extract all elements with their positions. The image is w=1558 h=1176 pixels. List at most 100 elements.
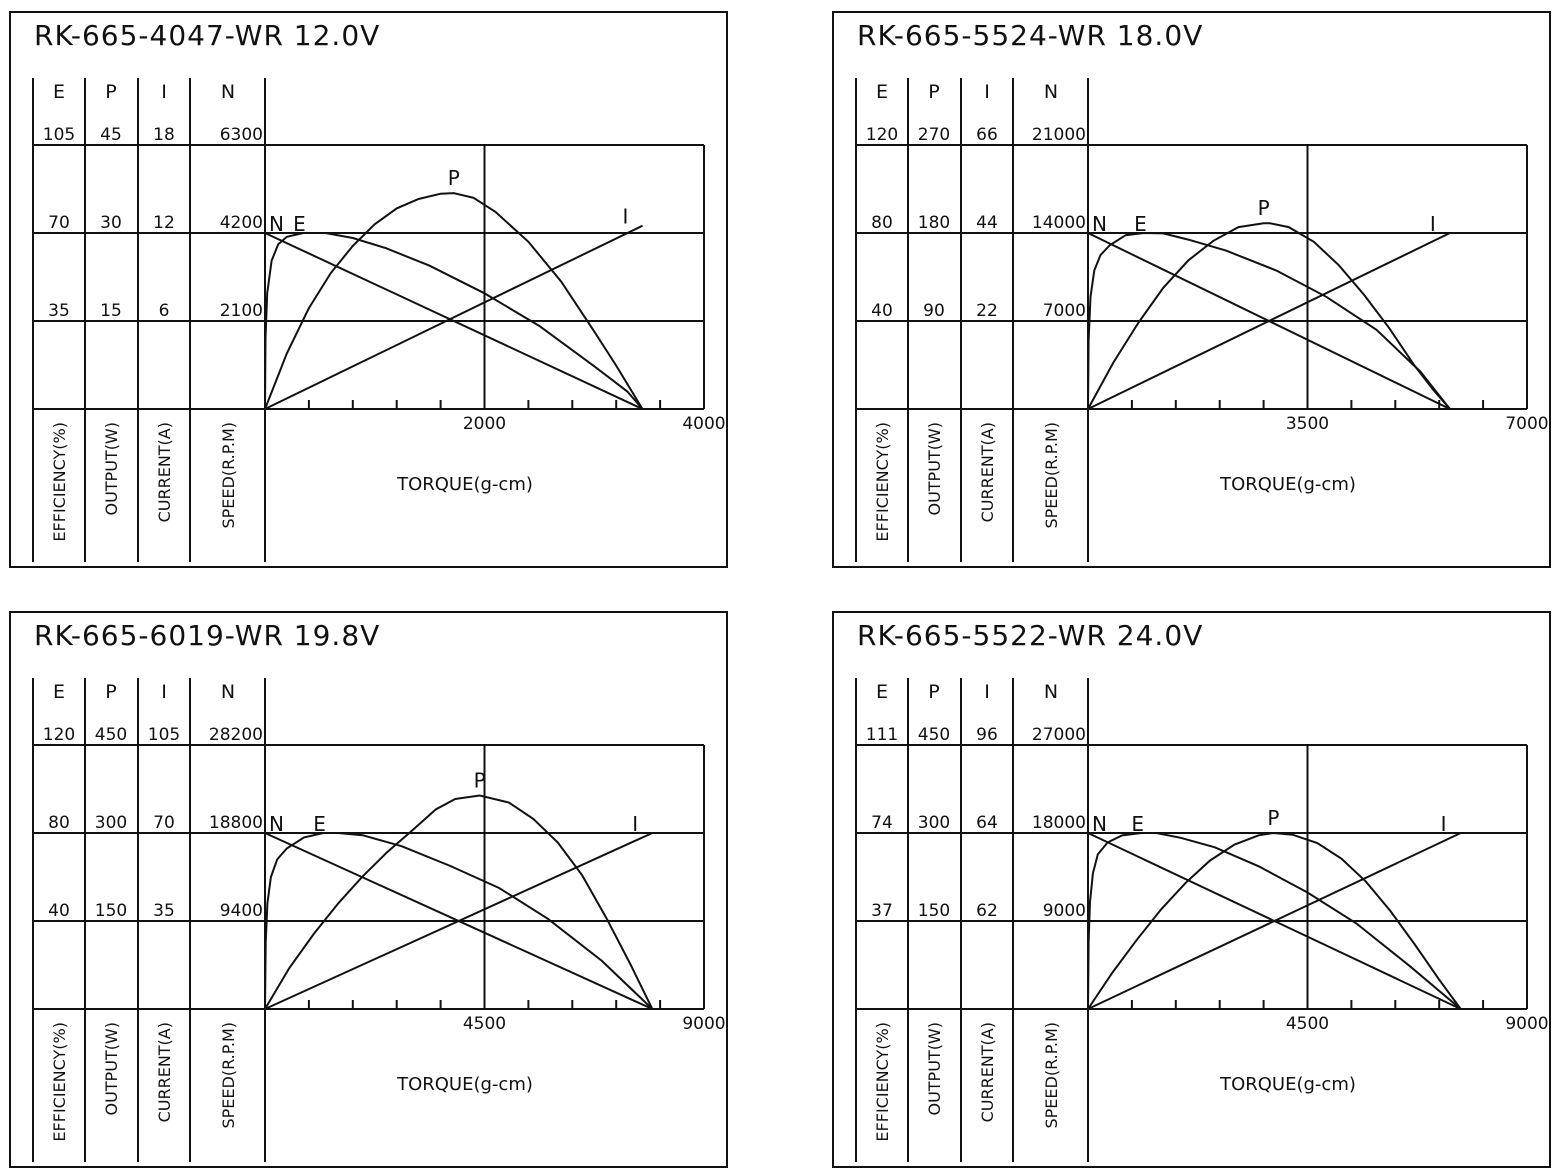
y-axis-label-e: EFFICIENCY(%) [873,422,892,542]
y-axis-header-n: N [1044,81,1058,103]
x-axis-label: TORQUE(g-cm) [396,474,533,495]
y-axis-header-e: E [876,81,888,103]
series-label-p: P [474,768,486,792]
y-axis-header-n: N [221,81,235,103]
y-tick-label: 450 [95,725,127,745]
series-curve-p [1087,831,1462,1010]
y-tick-label: 40 [871,301,893,321]
y-tick-label: 27000 [1032,725,1086,745]
y-axis-label-n: SPEED(R.P.M) [219,1022,238,1129]
series-curve-i [264,224,643,410]
series-curve-e [1087,832,1462,1010]
y-axis-header-i: I [161,681,167,703]
y-axis-label-e: EFFICIENCY(%) [50,1022,69,1142]
y-axis-header-p: P [928,681,939,703]
y-tick-label: 74 [871,813,893,833]
chart-title: RK-665-5524-WR 18.0V [857,19,1203,52]
y-tick-label: 21000 [1032,125,1086,145]
x-tick-label: 4000 [682,414,725,434]
chart-title: RK-665-5522-WR 24.0V [857,619,1203,652]
y-axis-label-n: SPEED(R.P.M) [219,422,238,529]
y-tick-label: 37 [871,901,893,921]
series-curve-i [1087,832,1462,1010]
series-label-n: N [1092,212,1107,236]
panel-border [832,11,1551,568]
chart-panel-4: RK-665-5522-WR 24.0V E 111 74 37EFFICIENCY(%… [832,611,1551,1168]
series-label-i: I [632,812,638,836]
series-curve-i [1087,232,1451,410]
chart-panel-1: RK-665-4047-WR 12.0VE1057035EFFICIENCY(%… [9,11,728,568]
y-tick-label: 28200 [209,725,263,745]
series-label-p: P [1258,196,1270,220]
y-tick-label: 64 [976,813,998,833]
series-label-p: P [448,166,460,190]
y-axis-header-i: I [161,81,167,103]
y-tick-label: 80 [871,213,893,233]
series-label-i: I [623,205,629,229]
series-label-n: N [1092,812,1107,836]
y-axis-label-n: SPEED(R.P.M) [1042,422,1061,529]
y-axis-label-p: OUTPUT(W) [925,422,944,516]
y-tick-label: 12 [153,213,175,233]
y-axis-header-i: I [984,681,990,703]
series-curve-p [264,192,644,410]
y-tick-label: 18800 [209,813,263,833]
x-tick-label: 4500 [1286,1014,1329,1034]
series-label-e: E [1131,812,1144,836]
y-tick-label: 35 [48,301,70,321]
panel-border [9,611,728,1168]
y-tick-label: 35 [153,901,175,921]
series-label-i: I [1430,212,1436,236]
y-tick-label: 6300 [220,125,263,145]
series-curve-n [264,232,643,410]
y-tick-label: 30 [100,213,122,233]
y-tick-label: 14000 [1032,213,1086,233]
y-tick-label: 9400 [220,901,263,921]
chart-panel-3: RK-665-6019-WR 19.8VE1208040EFFICIENCY(%… [9,611,728,1168]
y-tick-label: 45 [100,125,122,145]
y-tick-label: 300 [95,813,127,833]
y-axis-label-p: OUTPUT(W) [925,1022,944,1116]
y-tick-label: 66 [976,125,998,145]
y-tick-label: 4200 [220,213,263,233]
y-axis-header-p: P [928,81,939,103]
y-tick-label: 6 [159,301,170,321]
x-tick-label: 3500 [1286,414,1329,434]
y-tick-label: 44 [976,213,998,233]
y-tick-label: 90 [923,301,945,321]
y-tick-label: 15 [100,301,122,321]
y-tick-label: 62 [976,901,998,921]
x-tick-label: 2000 [463,414,506,434]
y-tick-label: 111 [866,725,898,745]
series-label-i: I [1441,812,1447,836]
y-tick-label: 7000 [1043,301,1086,321]
y-axis-label-i: CURRENT(A) [155,422,174,522]
x-axis-label: TORQUE(g-cm) [1219,474,1356,495]
y-axis-label-e: EFFICIENCY(%) [873,1022,892,1142]
x-tick-label: 7000 [1505,414,1548,434]
series-label-e: E [293,212,306,236]
y-axis-label-i: CURRENT(A) [978,422,997,522]
x-tick-label: 4500 [463,1014,506,1034]
y-tick-label: 150 [95,901,127,921]
y-tick-label: 180 [918,213,950,233]
y-tick-label: 2100 [220,301,263,321]
y-tick-label: 150 [918,901,950,921]
series-label-e: E [1134,212,1147,236]
series-label-n: N [269,212,284,236]
chart-title: RK-665-6019-WR 19.8V [34,619,380,652]
y-axis-label-i: CURRENT(A) [978,1022,997,1122]
y-axis-header-e: E [53,81,65,103]
y-tick-label: 18 [153,125,175,145]
y-tick-label: 9000 [1043,901,1086,921]
y-tick-label: 22 [976,301,998,321]
y-tick-label: 120 [43,725,75,745]
y-tick-label: 96 [976,725,998,745]
y-axis-header-e: E [876,681,888,703]
x-axis-label: TORQUE(g-cm) [396,1074,533,1095]
y-axis-label-p: OUTPUT(W) [102,422,121,516]
y-axis-header-i: I [984,81,990,103]
y-tick-label: 450 [918,725,950,745]
series-label-e: E [313,812,326,836]
